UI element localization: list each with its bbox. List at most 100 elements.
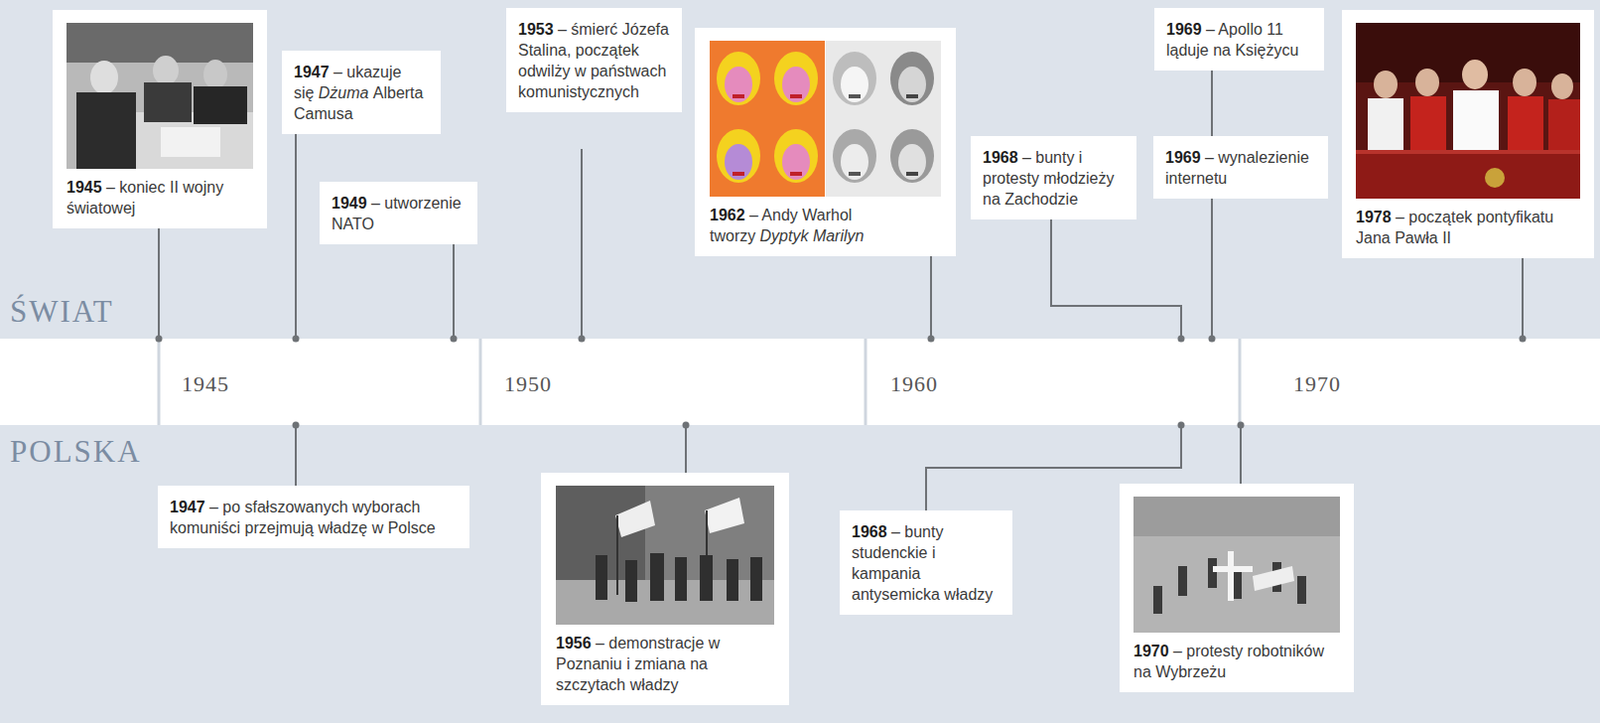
warhol-diptych-part <box>825 40 941 197</box>
region-label: POLSKA <box>9 433 142 470</box>
poznan-photo <box>555 485 775 625</box>
decade-label: 1970 <box>1293 369 1341 400</box>
pope-photo-part <box>1484 167 1505 188</box>
event-year: 1945 <box>66 178 103 196</box>
pope-photo <box>1355 22 1581 199</box>
poznan-photo-part <box>555 485 775 625</box>
event-description: 1970– protesty robotników na Wybrzeżu <box>1133 640 1340 682</box>
pope-photo-part <box>1355 149 1581 154</box>
surrender-photo-part <box>66 22 254 63</box>
coast-photo-part <box>1212 565 1253 572</box>
pope-photo-part <box>1462 59 1488 90</box>
timeline-axis-part <box>928 335 935 343</box>
surrender-photo-part <box>193 86 248 125</box>
warhol-diptych-part <box>732 171 745 176</box>
timeline-axis-part <box>292 335 300 343</box>
event-box: 1978– początek pontyfikatu Jana Pawła II <box>1341 9 1595 259</box>
coast-photo-part <box>1252 565 1295 591</box>
timeline-axis-part <box>1178 421 1186 429</box>
timeline-axis-part <box>155 335 163 343</box>
event-description: 1947– po sfałszowanych wyborach komuniśc… <box>169 496 458 538</box>
warhol-diptych-part <box>709 40 825 197</box>
event-box: 1945– koniec II wojny światowej <box>52 9 267 229</box>
warhol-diptych-part <box>716 51 761 106</box>
pope-photo-part <box>1410 96 1447 153</box>
timeline-axis-part <box>1051 218 1182 339</box>
event-year: 1947 <box>293 63 330 81</box>
coast-photo-part <box>1232 570 1242 599</box>
surrender-photo-part <box>152 55 179 86</box>
surrender-photo-part <box>66 22 254 169</box>
timeline-axis-part <box>479 338 483 425</box>
warhol-diptych-part <box>724 66 753 103</box>
warhol-diptych-part <box>848 94 861 99</box>
coast-photo-part <box>1178 565 1188 596</box>
warhol-diptych-part <box>724 143 753 180</box>
decade-label: 1950 <box>504 369 552 400</box>
coast-photo <box>1133 496 1340 633</box>
event-box: 1970– protesty robotników na Wybrzeżu <box>1119 483 1354 692</box>
event-box: 1969– wynalezienie internetu <box>1153 135 1329 199</box>
pope-photo-part <box>1355 149 1581 199</box>
region-label: ŚWIAT <box>9 293 115 330</box>
event-description: 1956– demonstracje w Poznaniu i zmiana n… <box>555 632 775 695</box>
surrender-photo <box>66 22 254 169</box>
timeline-axis-part <box>578 335 586 343</box>
warhol-diptych-part <box>774 129 818 183</box>
event-description: 1969– Apollo 11 ląduje na Księżycu <box>1166 18 1313 61</box>
timeline-axis-part <box>580 148 583 339</box>
timeline-axis-part <box>1521 258 1524 339</box>
warhol-diptych-part <box>840 143 869 180</box>
event-text: Dyptyk Marilyn <box>760 227 865 245</box>
event-box: 1953– śmierć Józefa Stalina, początek od… <box>506 7 682 113</box>
timeline-axis-part <box>1238 338 1242 425</box>
warhol-diptych-part <box>898 66 927 103</box>
pope-photo-part <box>1367 98 1404 153</box>
event-year: 1962 <box>709 206 746 224</box>
timeline-axis-part <box>1519 335 1527 343</box>
timeline-axis-part <box>450 335 458 343</box>
warhol-diptych-part <box>906 94 919 99</box>
poznan-photo-part <box>615 500 656 537</box>
poznan-photo-part <box>595 552 763 602</box>
decade-separators <box>158 338 1240 425</box>
event-description: 1945– koniec II wojny światowej <box>66 176 254 219</box>
event-box: 1962– Andy Warhol tworzyDyptyk Marilyn <box>694 27 956 257</box>
event-box: 1968– bunty i protesty młodzieży na Zach… <box>970 135 1137 220</box>
surrender-photo-part <box>160 127 221 157</box>
event-description: 1969– wynalezienie internetu <box>1165 146 1317 189</box>
event-description: 1949– utworzenie NATO <box>331 192 466 235</box>
event-description: 1947– ukazuje sięDżumaAlberta Camusa <box>293 61 429 125</box>
surrender-photo-part <box>76 92 136 169</box>
timeline-axis-part <box>1208 335 1216 343</box>
timeline-band <box>0 338 1600 425</box>
coast-photo-part <box>1153 585 1163 614</box>
poznan-photo-part <box>595 554 608 600</box>
event-box: 1947– ukazuje sięDżumaAlberta Camusa <box>281 50 441 134</box>
event-year: 1949 <box>331 194 368 212</box>
timeline-axis-part <box>682 421 690 429</box>
event-description: 1962– Andy Warhol tworzyDyptyk Marilyn <box>709 204 941 247</box>
warhol-diptych-part <box>890 51 934 106</box>
event-box: 1968– bunty studenckie i kampania antyse… <box>839 510 1013 615</box>
coast-photo-part <box>1133 496 1340 536</box>
event-year: 1953 <box>518 20 554 38</box>
warhol-diptych-part <box>774 51 818 106</box>
event-year: 1970 <box>1133 642 1170 660</box>
decade-label: 1960 <box>890 369 938 400</box>
warhol-diptych-part <box>790 171 802 176</box>
timeline-axis-part <box>1237 421 1245 429</box>
event-description: 1968– bunty studenckie i kampania antyse… <box>851 521 1001 605</box>
warhol-diptych-part <box>716 51 818 183</box>
timeline-axis-part <box>452 228 455 339</box>
warhol-diptych-part <box>832 51 877 106</box>
poznan-photo-part <box>699 554 713 601</box>
event-year: 1968 <box>851 523 888 540</box>
coast-photo-part <box>1297 575 1307 604</box>
event-text: – po sfałszowanych wyborach komuniści pr… <box>169 498 436 536</box>
warhol-diptych-part <box>782 143 810 180</box>
poznan-photo-part <box>555 579 775 625</box>
warhol-diptych <box>709 40 941 197</box>
pope-photo-part <box>1355 22 1581 199</box>
timeline-axis-part <box>864 338 868 425</box>
